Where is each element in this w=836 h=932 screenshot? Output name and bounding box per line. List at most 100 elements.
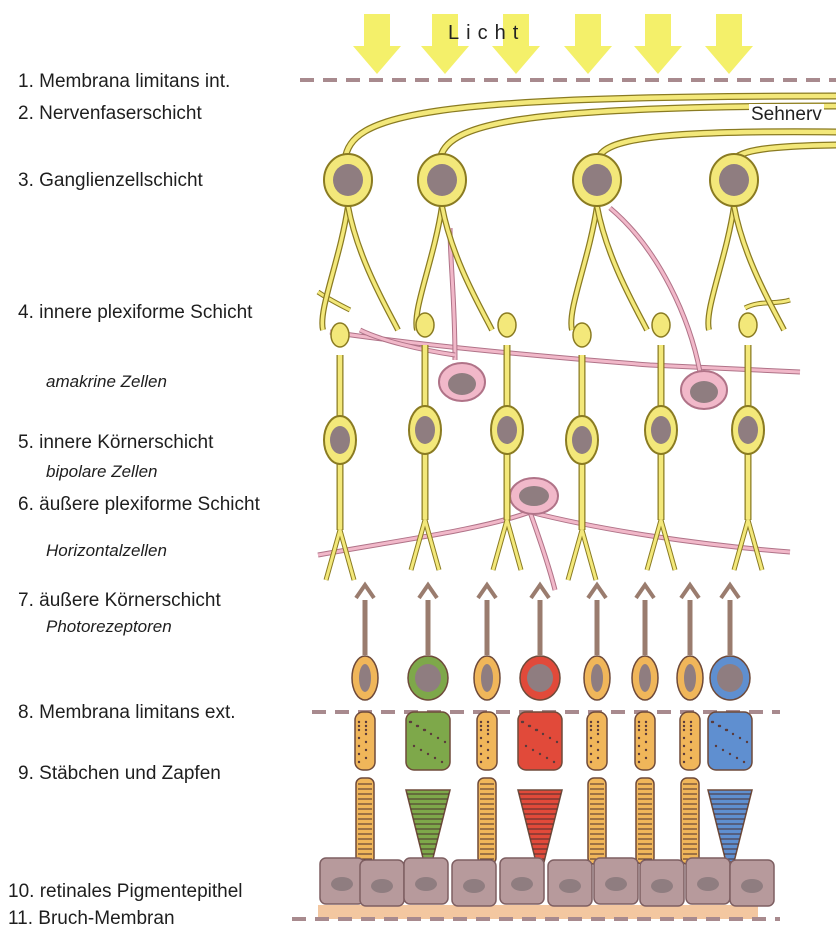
inner-segment-stipple [365, 729, 367, 731]
optic-nerve-label: Sehnerv [749, 104, 824, 126]
pigment-epithelium-nucleus [511, 877, 533, 891]
inner-segment-stipple [590, 729, 592, 731]
inner-segment-stipple [542, 733, 544, 735]
inner-segment-stipple [553, 761, 555, 763]
inner-segment-stipple [590, 745, 592, 747]
inner-segment-stipple [597, 733, 599, 735]
inner-segment-stipple [638, 753, 640, 755]
inner-segment-stipple [358, 761, 360, 763]
horizontal-cells-label: Horizontalzellen [46, 541, 167, 561]
inner-segment-stipple [690, 741, 692, 743]
inner-segment-stipple [420, 749, 422, 751]
inner-segment-stipple [487, 721, 489, 723]
inner-segment-stipple [549, 737, 551, 739]
inner-segment-stipple [365, 749, 367, 751]
pigment-epithelium-nucleus [651, 879, 673, 893]
cone-outer-segment [708, 790, 752, 862]
light-arrow [564, 14, 612, 74]
inner-segment-stipple [590, 737, 592, 739]
pigment-epithelium-nucleus [741, 879, 763, 893]
layer-label-3: 3. Ganglienzellschicht [18, 170, 203, 192]
inner-segment-stipple [487, 749, 489, 751]
inner-segment-stipple [480, 737, 482, 739]
inner-segment-stipple [645, 733, 647, 735]
bipolar-dendrite-outline [647, 520, 675, 570]
photoreceptor-inner-segment [355, 712, 375, 770]
inner-segment-stipple [690, 725, 692, 727]
synaptic-knob [498, 313, 516, 337]
photoreceptor-terminal [531, 585, 549, 598]
inner-segment-stipple [532, 749, 534, 751]
inner-segment-stipple [358, 753, 360, 755]
inner-segment-stipple [480, 725, 482, 727]
light-arrow [353, 14, 401, 74]
inner-segment-stipple [597, 729, 599, 731]
inner-segment-stipple [690, 729, 692, 731]
layer-label-9: 9. Stäbchen und Zapfen [18, 763, 221, 785]
pigment-epithelium-nucleus [415, 877, 437, 891]
photoreceptor-inner-segment [708, 712, 752, 770]
inner-segment-stipple [743, 761, 745, 763]
inner-segment-stipple [434, 757, 436, 759]
photoreceptor-terminal [478, 585, 496, 598]
inner-segment-stipple [590, 721, 592, 723]
light-arrow [705, 14, 753, 74]
inner-segment-stipple [597, 721, 599, 723]
pigment-epithelium-nucleus [605, 877, 627, 891]
inner-segment-stipple [638, 761, 640, 763]
inner-segment-stipple [539, 753, 541, 755]
inner-segment-stipple [732, 733, 734, 735]
photoreceptor-nucleus [415, 664, 441, 692]
photoreceptor-nucleus [717, 664, 743, 692]
pigment-epithelium-nucleus [697, 877, 719, 891]
layer-label-8: 8. Membrana limitans ext. [18, 702, 236, 724]
amacrine-cells-label: amakrine Zellen [46, 372, 167, 392]
inner-segment-stipple [480, 729, 482, 731]
inner-segment-stipple [597, 757, 599, 759]
ganglion-cell-nucleus [719, 164, 749, 196]
inner-segment-stipple [430, 733, 432, 735]
inner-segment-stipple [365, 725, 367, 727]
photoreceptor-inner-segment [406, 712, 450, 770]
photoreceptor-terminal [356, 585, 374, 598]
inner-segment-stipple [683, 729, 685, 731]
inner-segment-stipple [365, 733, 367, 735]
layer-label-6: 6. äußere plexiforme Schicht [18, 494, 260, 516]
synaptic-knob [416, 313, 434, 337]
layer-label-7: 7. äußere Körnerschicht [18, 590, 221, 612]
rod-outer-segment [356, 778, 374, 864]
cone-outer-segment [518, 790, 562, 862]
inner-segment-stipple [546, 757, 548, 759]
layer-label-2: 2. Nervenfaserschicht [18, 103, 202, 125]
inner-segment-stipple [424, 729, 426, 731]
inner-segment-stipple [719, 725, 721, 727]
ganglion-dendrite-outline [597, 206, 647, 330]
horizontal-process [530, 512, 555, 590]
inner-segment-stipple [645, 721, 647, 723]
inner-segment-stipple [683, 721, 685, 723]
light-label: Licht [448, 22, 525, 45]
photoreceptor-inner-segment [518, 712, 562, 770]
inner-segment-stipple [480, 753, 482, 755]
bipolar-cell-nucleus [651, 416, 671, 444]
bipolar-cell-nucleus [738, 416, 758, 444]
rod-outer-segment [588, 778, 606, 864]
rod-outer-segment [681, 778, 699, 864]
synaptic-knob [331, 323, 349, 347]
bipolar-cell-nucleus [415, 416, 435, 444]
inner-segment-stipple [444, 741, 446, 743]
inner-segment-stipple [358, 745, 360, 747]
photoreceptor-inner-segment [680, 712, 700, 770]
inner-segment-stipple [690, 733, 692, 735]
inner-segment-stipple [417, 725, 419, 727]
horizontal-cell-nucleus [519, 486, 549, 506]
layer-label-1: 1. Membrana limitans int. [18, 71, 230, 93]
inner-segment-stipple [645, 741, 647, 743]
inner-segment-stipple [638, 737, 640, 739]
inner-segment-stipple [638, 729, 640, 731]
photoreceptor-terminal [721, 585, 739, 598]
photoreceptor-terminal [588, 585, 606, 598]
pigment-epithelium-nucleus [331, 877, 353, 891]
photoreceptor-inner-segment [477, 712, 497, 770]
bipolar-cells-label: bipolare Zellen [46, 462, 158, 482]
